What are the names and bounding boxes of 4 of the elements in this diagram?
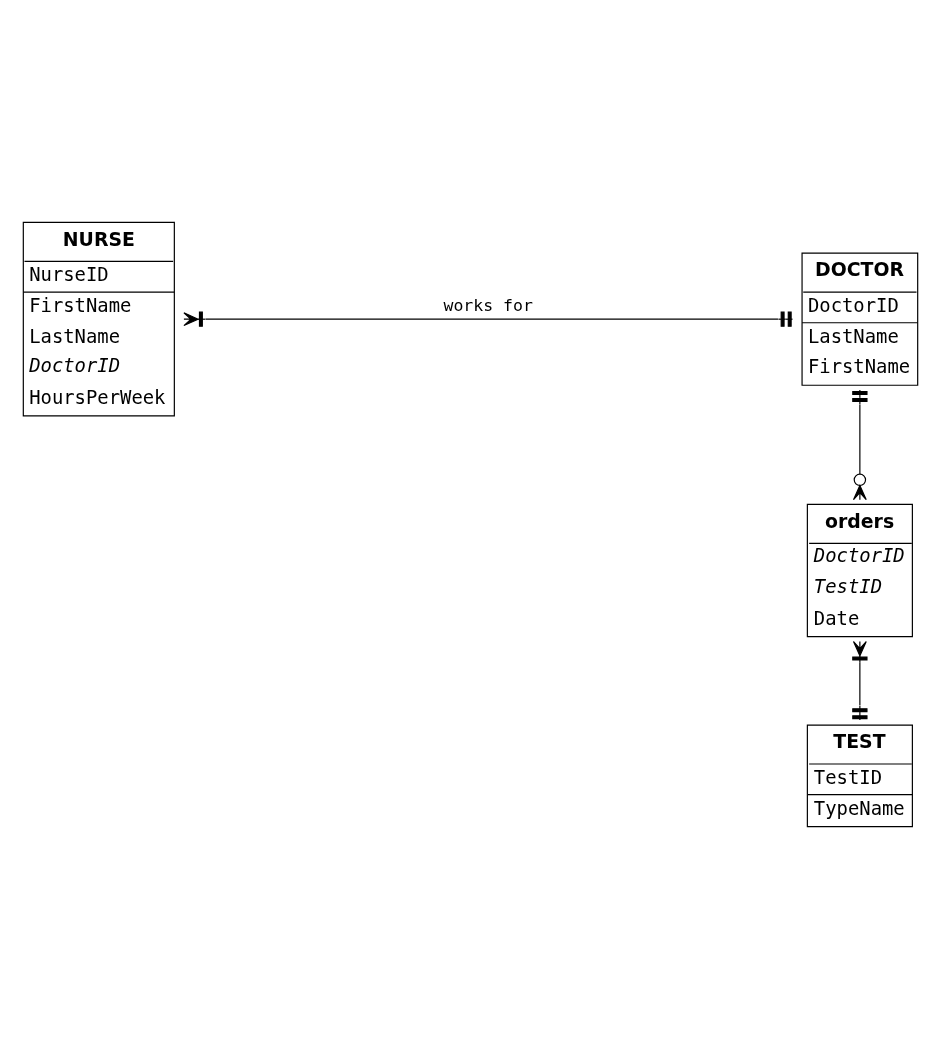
connector [851, 388, 868, 500]
connector [182, 311, 793, 327]
connector [851, 640, 868, 721]
edge-label: works for [443, 295, 533, 315]
